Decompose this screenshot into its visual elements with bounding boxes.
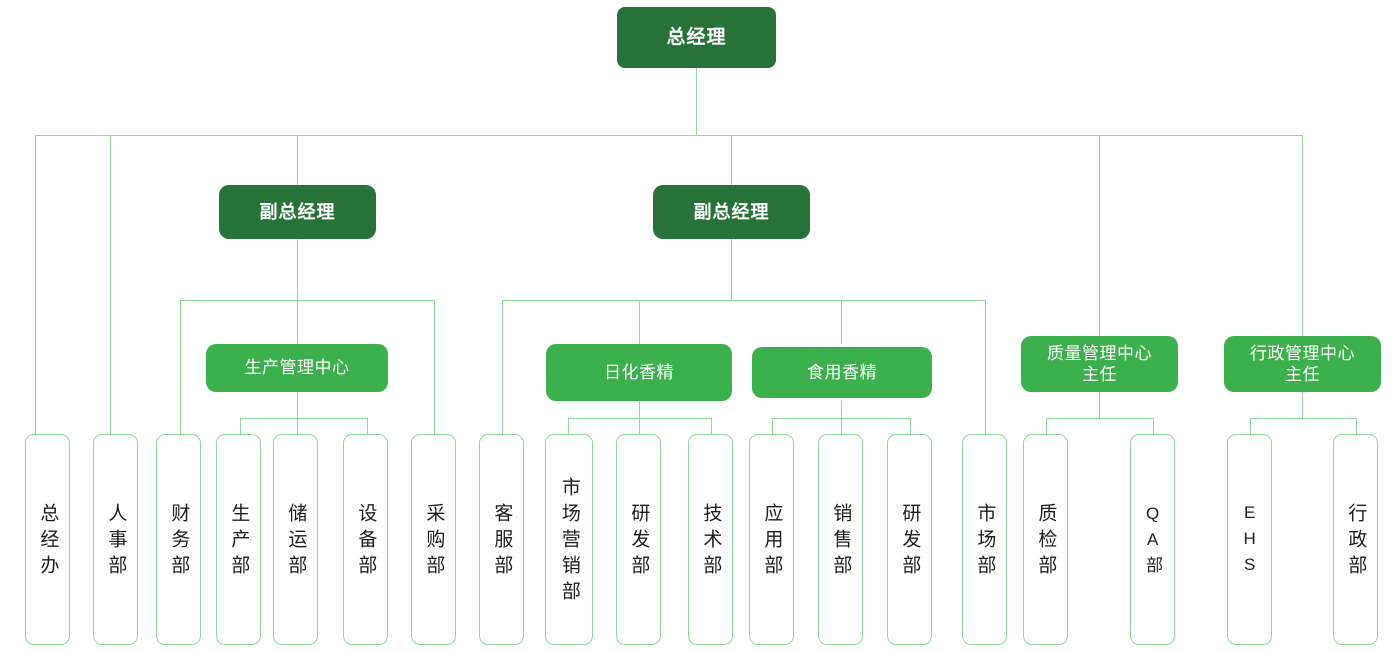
node-label: 采购部 [423, 502, 445, 581]
connector-prod-center-bus [240, 418, 367, 419]
node-department-caigoubu[interactable]: 采购部 [411, 434, 456, 645]
connector-drop-zongjingban [35, 135, 36, 434]
node-label: EHS [1240, 502, 1260, 581]
connector-drop-renshibu [110, 135, 111, 434]
connector-drop-vp2 [731, 135, 732, 185]
connector-drop-caigoubu [434, 300, 435, 434]
node-label-line1: 行政管理中心 [1250, 343, 1355, 363]
node-department-shebeibu[interactable]: 设备部 [343, 434, 388, 645]
node-department-caiwubu[interactable]: 财务部 [156, 434, 201, 645]
node-label: 市场营销部 [558, 476, 580, 607]
node-department-qabu[interactable]: QA部 [1130, 434, 1175, 645]
connector-drop-zhijianbu [1046, 418, 1047, 434]
node-label: 食用香精 [807, 362, 877, 382]
connector-root-stem [696, 68, 697, 135]
connector-admin-center-stem [1302, 392, 1303, 418]
node-label: 总经理 [666, 26, 727, 48]
node-department-chuyunbu[interactable]: 储运部 [273, 434, 318, 645]
connector-drop-yanfabu-food [910, 418, 911, 434]
node-label-line1: 质量管理中心 [1047, 343, 1152, 363]
node-department-yanfabu-food[interactable]: 研发部 [887, 434, 932, 645]
connector-drop-vp1 [297, 135, 298, 185]
connector-vp1-stem [297, 239, 298, 300]
connector-vp1-to-prod-center [297, 300, 298, 344]
connector-drop-xiaoshoubu [841, 418, 842, 434]
connector-drop-caiwubu [180, 300, 181, 434]
node-label: 技术部 [700, 502, 722, 581]
connector-drop-admin-center [1302, 135, 1303, 336]
node-label: 储运部 [285, 502, 307, 581]
node-department-renshibu[interactable]: 人事部 [93, 434, 138, 645]
node-label: 总经办 [37, 502, 59, 581]
node-label: 设备部 [355, 502, 377, 581]
node-label-line2: 主任 [1082, 365, 1117, 384]
connector-drop-chuyunbu [297, 418, 298, 434]
node-department-shengchanbu[interactable]: 生产部 [216, 434, 261, 645]
node-department-shichangbu[interactable]: 市场部 [962, 434, 1007, 645]
node-label: 市场部 [974, 502, 996, 581]
node-label: 财务部 [168, 502, 190, 581]
node-department-zongjingban[interactable]: 总经办 [25, 434, 70, 645]
connector-drop-shengchanbu [240, 418, 241, 434]
connector-drop-jishubu [711, 418, 712, 434]
node-label: 研发部 [628, 502, 650, 581]
node-label: 生产管理中心 [244, 358, 350, 378]
node-department-yanfabu-daily[interactable]: 研发部 [616, 434, 661, 645]
node-department-zhijianbu[interactable]: 质检部 [1023, 434, 1068, 645]
node-department-jishubu[interactable]: 技术部 [688, 434, 733, 645]
node-production-management-center[interactable]: 生产管理中心 [206, 344, 388, 392]
connector-vp2-to-daily-flavor [639, 300, 640, 344]
connector-daily-flavor-stem [639, 401, 640, 418]
node-label-line2: 主任 [1285, 365, 1320, 384]
node-food-flavor[interactable]: 食用香精 [752, 347, 932, 398]
node-label: 副总经理 [693, 201, 770, 222]
node-label: 行政部 [1345, 502, 1367, 581]
node-label: 质检部 [1035, 502, 1057, 581]
connector-drop-shichangyingxiaobu [568, 418, 569, 434]
node-admin-management-center-director[interactable]: 行政管理中心 主任 [1224, 336, 1381, 392]
connector-prod-center-stem [297, 392, 298, 418]
connector-vp1-bus [180, 300, 434, 301]
connector-vp2-to-food-flavor [841, 300, 842, 344]
node-deputy-general-manager-1[interactable]: 副总经理 [219, 185, 376, 239]
connector-daily-flavor-bus [568, 418, 712, 419]
node-general-manager[interactable]: 总经理 [617, 7, 776, 68]
connector-drop-xingzhengbu [1356, 418, 1357, 434]
node-department-shichangyingxiaobu[interactable]: 市场营销部 [545, 434, 593, 645]
connector-drop-ehs [1250, 418, 1251, 434]
connector-admin-center-bus [1250, 418, 1356, 419]
connector-drop-shebeibu [367, 418, 368, 434]
node-label: 生产部 [228, 502, 250, 581]
node-daily-chemical-flavor[interactable]: 日化香精 [546, 344, 732, 401]
node-department-xiaoshoubu[interactable]: 销售部 [818, 434, 863, 645]
connector-drop-yingyongbu [772, 418, 773, 434]
connector-quality-center-bus [1046, 418, 1153, 419]
connector-vp2-bus [502, 300, 985, 301]
connector-quality-center-stem [1099, 392, 1100, 418]
node-department-kefubu[interactable]: 客服部 [479, 434, 524, 645]
connector-drop-yanfabu-daily [639, 418, 640, 434]
connector-vp2-stem [731, 239, 732, 300]
node-label: 应用部 [761, 502, 783, 581]
node-label: QA部 [1143, 503, 1163, 580]
node-deputy-general-manager-2[interactable]: 副总经理 [653, 185, 810, 239]
connector-drop-quality-center [1099, 135, 1100, 336]
node-label: 销售部 [830, 502, 852, 581]
node-department-yingyongbu[interactable]: 应用部 [749, 434, 794, 645]
node-label: 客服部 [491, 502, 513, 581]
node-label: 人事部 [105, 502, 127, 581]
connector-food-flavor-stem [841, 401, 842, 418]
connector-drop-qabu [1153, 418, 1154, 434]
node-label: 研发部 [899, 502, 921, 581]
connector-drop-kefubu [502, 300, 503, 434]
node-department-xingzhengbu[interactable]: 行政部 [1333, 434, 1378, 645]
connector-main-bus [35, 135, 1303, 136]
connector-drop-shichangbu [985, 300, 986, 434]
node-department-ehs[interactable]: EHS [1227, 434, 1272, 645]
node-label: 副总经理 [259, 201, 336, 222]
node-label: 日化香精 [604, 362, 674, 382]
node-quality-management-center-director[interactable]: 质量管理中心 主任 [1021, 336, 1178, 392]
